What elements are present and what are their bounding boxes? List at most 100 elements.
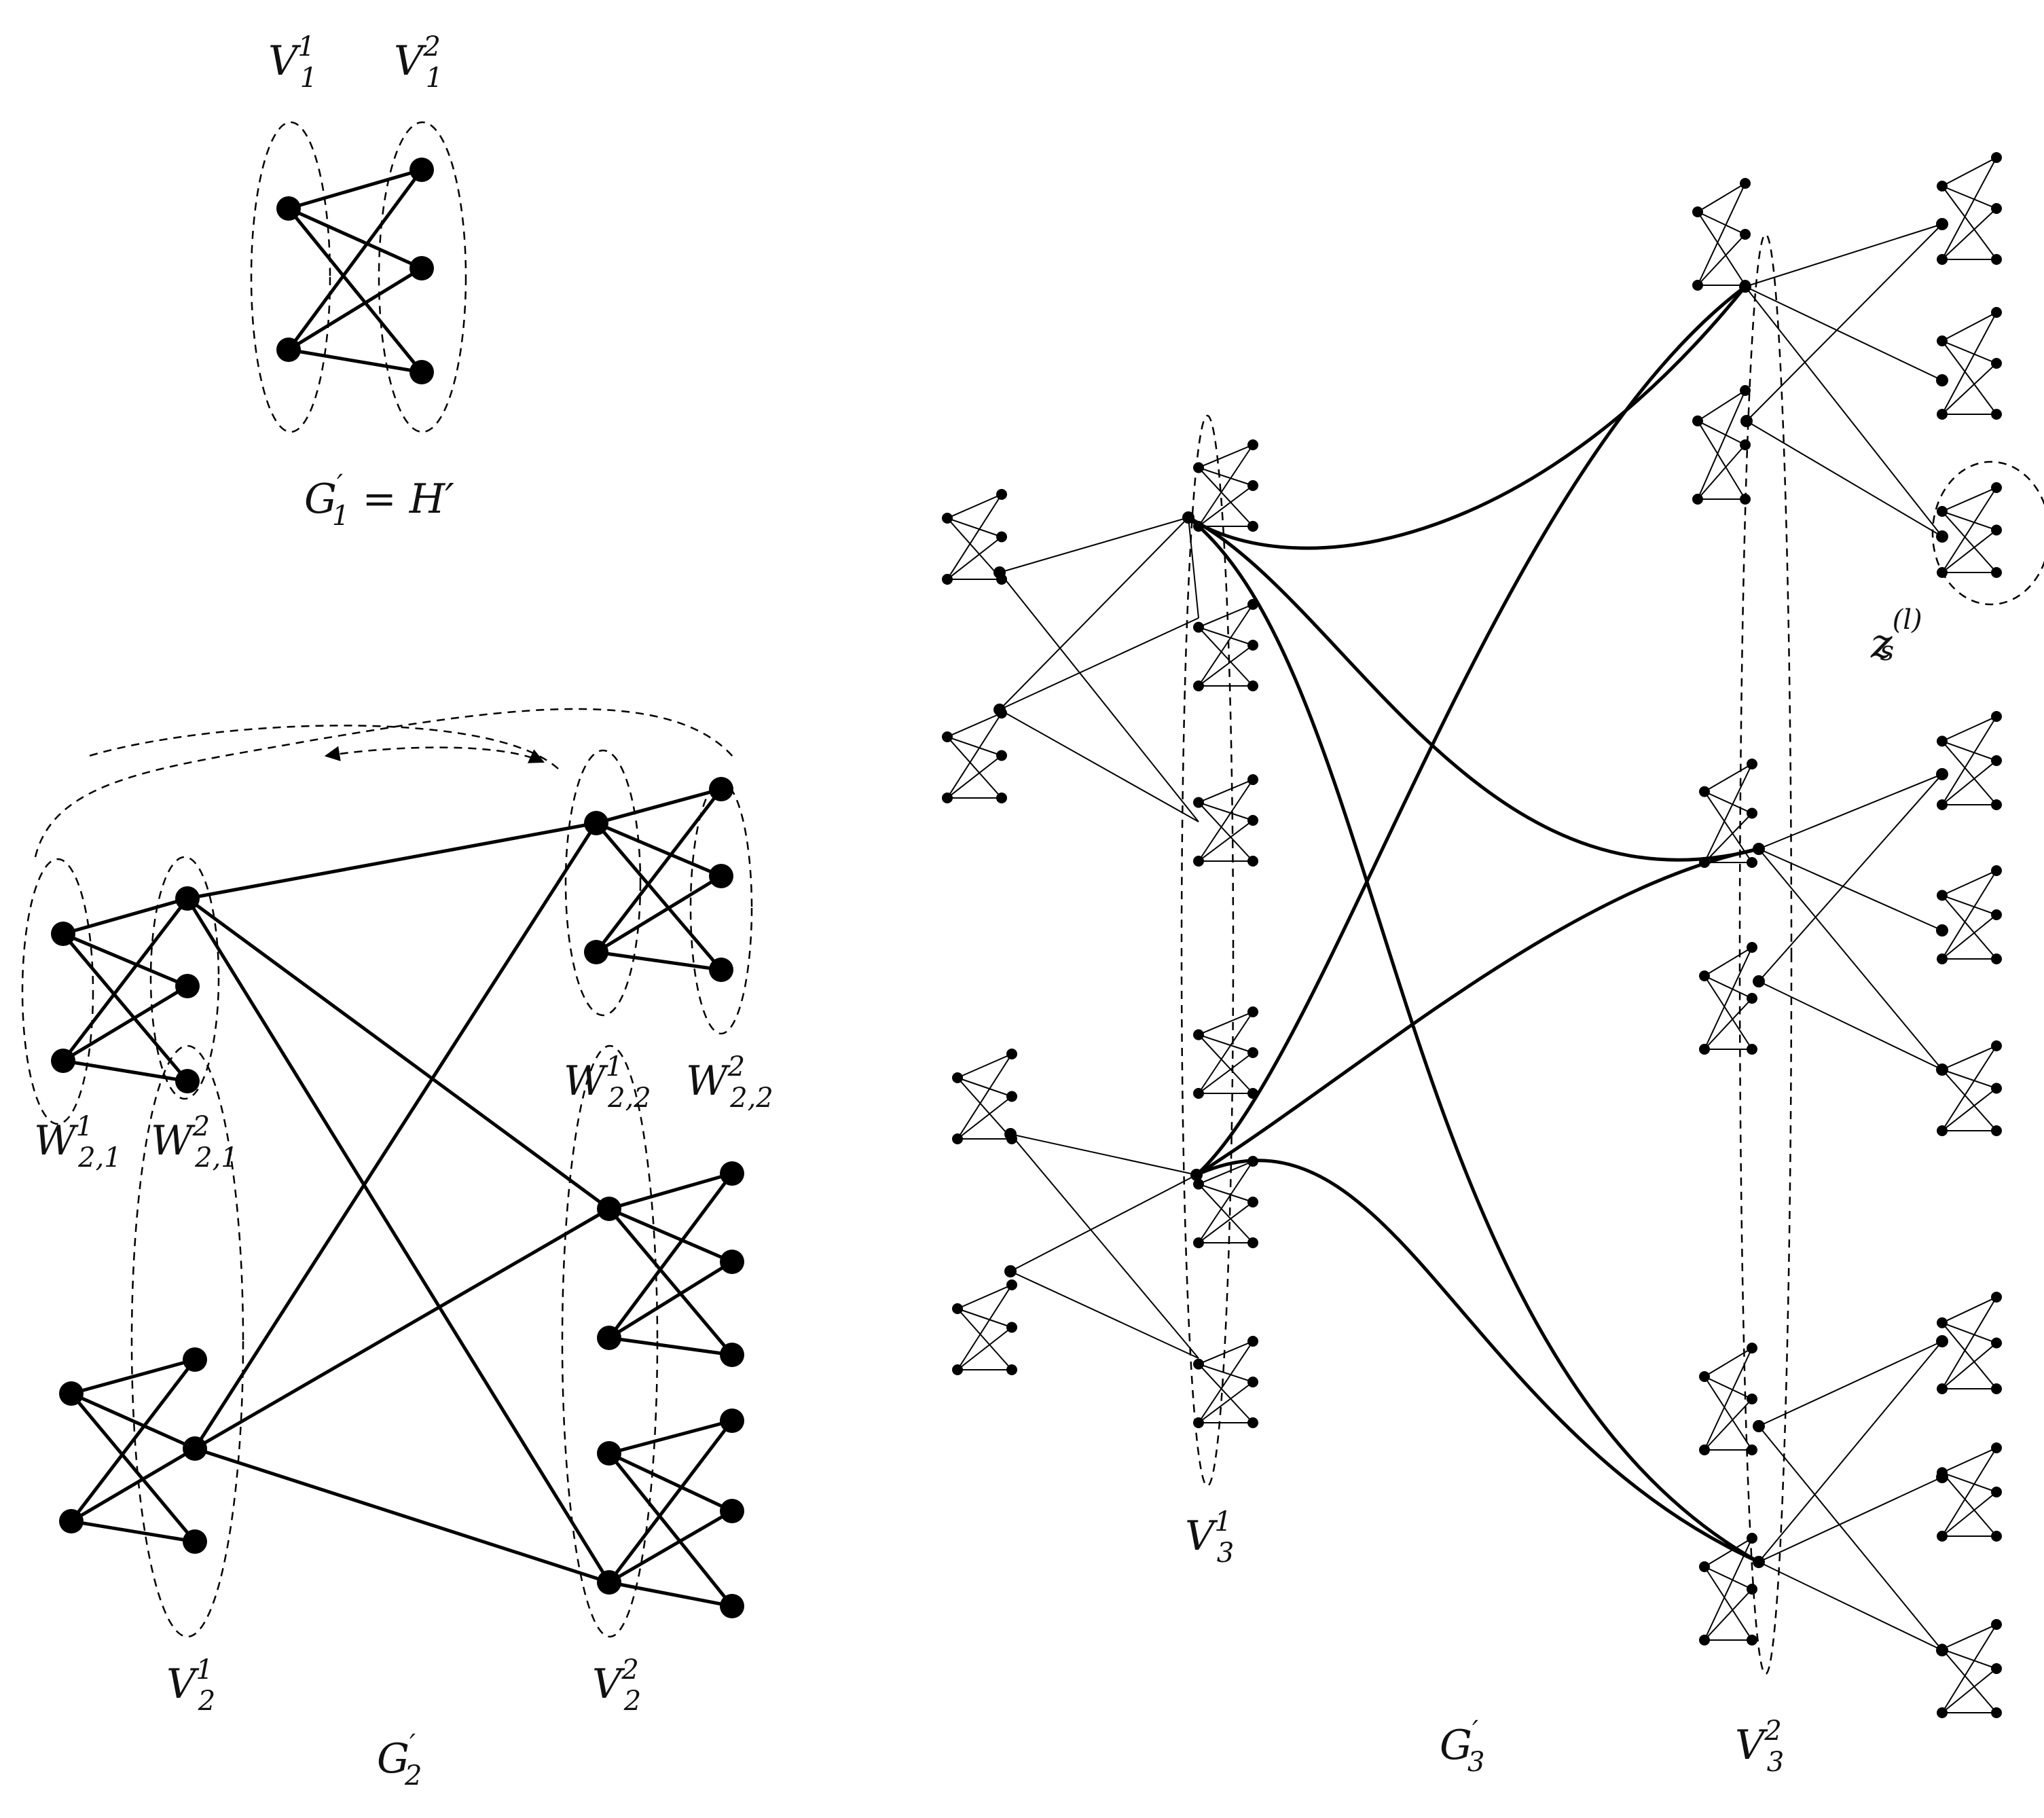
- vertex: [1747, 1584, 1757, 1595]
- vertex: [1991, 755, 2002, 766]
- vertex: [1193, 1237, 1204, 1248]
- edge: [1198, 1011, 1254, 1036]
- edge: [1198, 1161, 1254, 1185]
- vertex: [1937, 1531, 1948, 1542]
- edge: [947, 712, 1002, 799]
- edge: [193, 822, 598, 1450]
- partition-ellipse: [250, 121, 331, 433]
- edge: [1941, 1472, 1997, 1493]
- vertex: [1991, 567, 2002, 578]
- vertex: [1747, 857, 1757, 868]
- vertex: [1991, 358, 2002, 369]
- partition-ellipses: [21, 121, 2044, 1675]
- edge: [596, 950, 722, 972]
- vertex: [1936, 530, 1948, 543]
- edge: [62, 984, 189, 1063]
- edge: [1704, 812, 1753, 863]
- vertex: [952, 1072, 963, 1083]
- edge: [1941, 1322, 1997, 1389]
- edge: [186, 896, 610, 1211]
- edge: [1010, 1271, 1199, 1359]
- dashed-arrow: [324, 746, 545, 763]
- vertex: [1193, 621, 1204, 633]
- edge: [1704, 1347, 1753, 1377]
- edge: [1941, 340, 1997, 364]
- curved-edge: [1187, 516, 1760, 1564]
- edge: [957, 1077, 1012, 1140]
- edge: [999, 617, 1199, 710]
- vertex: [1991, 1292, 2002, 1303]
- edge: [1941, 870, 1997, 896]
- vertex: [993, 704, 1006, 716]
- edge: [947, 712, 1002, 738]
- edge: [1697, 234, 1746, 286]
- edge: [70, 1358, 196, 1523]
- vertex: [1753, 843, 1765, 855]
- edge: [947, 494, 1002, 519]
- edge: [1941, 1624, 1997, 1713]
- edge: [1758, 848, 1943, 1070]
- vertex: [1006, 1091, 1017, 1102]
- vertex: [1747, 759, 1757, 769]
- vertex: [1937, 335, 1948, 346]
- edge: [1704, 1566, 1753, 1641]
- edge: [1198, 626, 1254, 646]
- edge: [1941, 1296, 1997, 1389]
- edge: [999, 517, 1189, 573]
- edge: [71, 1519, 196, 1544]
- edge: [1010, 1133, 1199, 1359]
- vertex: [175, 1069, 200, 1093]
- vertex: [952, 1303, 963, 1314]
- partition-ellipse: [561, 1044, 659, 1638]
- vertex: [1991, 1619, 2002, 1630]
- edge: [608, 1207, 733, 1356]
- vertex: [1692, 415, 1703, 426]
- partition-ellipse: [1931, 460, 2044, 606]
- vertex: [709, 777, 733, 801]
- vertex: [1699, 1561, 1710, 1572]
- vertex: [59, 1381, 84, 1406]
- label-zs: z(l)s: [1870, 604, 1922, 668]
- vertex: [1936, 374, 1948, 386]
- label-g3: G′3: [1440, 1715, 1484, 1778]
- vertex: [1740, 415, 1753, 427]
- edge: [1941, 1342, 1997, 1389]
- vertex: [1247, 1336, 1258, 1347]
- vertex: [1991, 1531, 2002, 1542]
- edge: [1697, 420, 1746, 500]
- edge: [957, 1053, 1012, 1078]
- edge: [1758, 774, 1943, 982]
- edge: [957, 1308, 1012, 1370]
- edge: [1704, 1538, 1753, 1567]
- vertex: [709, 864, 733, 888]
- edge: [1941, 1668, 1997, 1713]
- partition-ellipse: [21, 858, 94, 1125]
- vertex: [720, 1343, 744, 1367]
- vertex: [175, 974, 200, 998]
- edge: [1941, 511, 1997, 573]
- vertex: [952, 1364, 963, 1375]
- edge: [608, 1419, 733, 1455]
- edge: [999, 709, 1199, 822]
- dashed-arc: [34, 708, 734, 858]
- partition-ellipse: [149, 856, 220, 1100]
- vertex: [1937, 1317, 1948, 1328]
- vertex: [597, 1197, 621, 1221]
- edge: [1941, 1472, 1997, 1537]
- edge: [1198, 1034, 1254, 1094]
- vertex: [1937, 799, 1948, 810]
- vertex: [1936, 924, 1948, 937]
- edge: [70, 1392, 196, 1543]
- edge: [1758, 981, 1943, 1070]
- edge: [957, 1308, 1012, 1328]
- edge: [1697, 444, 1746, 500]
- vertex: [1991, 1487, 2002, 1497]
- vertex: [942, 513, 953, 524]
- vertex: [1936, 1335, 1948, 1347]
- vertex: [1936, 1471, 1948, 1483]
- vertex: [51, 1049, 75, 1073]
